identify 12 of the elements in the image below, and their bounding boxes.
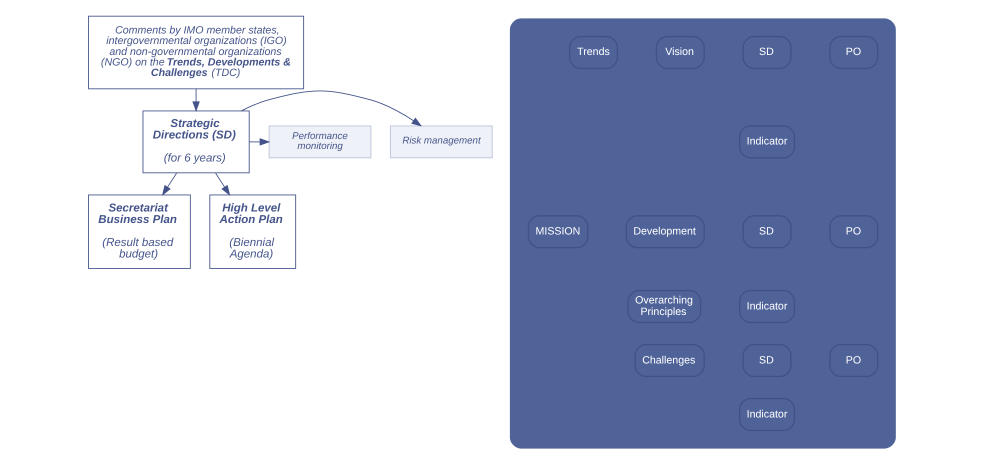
node-box: Comments by IMO member states, intergovernmental organizations (IGO) and non-governmental organizations (NGO) on the Trends, Developments & Challenges (TDC) [88, 16, 304, 90]
arrow [215, 172, 230, 196]
node-box: Secretariat Business Plan (Result based budget) [88, 194, 191, 269]
node-box: Risk management [390, 126, 493, 158]
node-box: Performance monitoring [268, 126, 372, 158]
node-box: High Level Action Plan (Biennial Agenda) [209, 194, 296, 269]
cluster [510, 18, 896, 449]
node-box: Strategic Directions (SD) (for 6 years) [142, 110, 250, 174]
arrow [192, 88, 200, 112]
arrow [248, 138, 270, 146]
arrow [162, 172, 178, 196]
arrow [241, 90, 422, 127]
